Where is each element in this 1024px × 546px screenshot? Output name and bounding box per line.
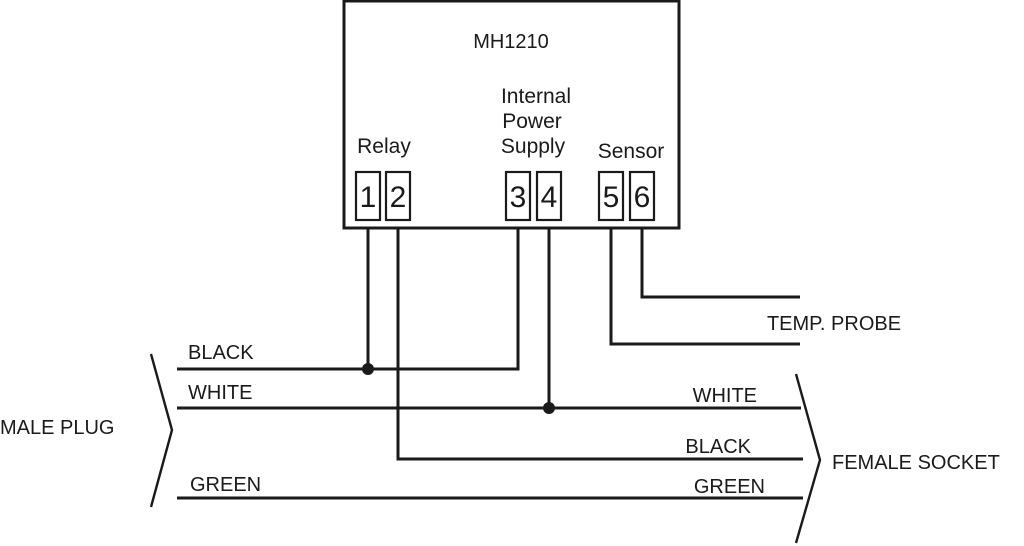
terminal-4: 4 bbox=[535, 170, 563, 222]
junction-dot-black bbox=[362, 363, 374, 375]
power-supply-label-line3: Supply bbox=[501, 135, 566, 158]
terminal-6-label: 6 bbox=[634, 181, 651, 214]
terminal-3-label: 3 bbox=[510, 181, 527, 214]
terminal-6: 6 bbox=[628, 170, 656, 222]
terminal-5-label: 5 bbox=[603, 181, 620, 214]
module-title: MH1210 bbox=[473, 31, 549, 53]
sensor-group-label: Sensor bbox=[598, 140, 665, 163]
black-wire-label-right: BLACK bbox=[685, 436, 751, 458]
terminal-4-label: 4 bbox=[541, 181, 558, 214]
power-supply-label-line2: Power bbox=[502, 110, 562, 133]
green-wire-label-right: GREEN bbox=[694, 476, 765, 498]
female-socket-label: FEMALE SOCKET bbox=[832, 452, 1000, 474]
black-wire-label-left: BLACK bbox=[188, 342, 254, 364]
terminal-1: 1 bbox=[354, 170, 382, 222]
power-supply-label-line1: Internal bbox=[501, 85, 571, 108]
probe-wire-terminal-6 bbox=[640, 228, 800, 299]
terminal-3: 3 bbox=[504, 170, 532, 222]
temp-probe-label: TEMP. PROBE bbox=[767, 313, 901, 335]
white-wire-label-right: WHITE bbox=[693, 385, 757, 407]
white-wire-label-left: WHITE bbox=[188, 382, 252, 404]
terminal-2-label: 2 bbox=[390, 181, 407, 214]
male-plug-bracket bbox=[149, 353, 174, 508]
black-load-wire bbox=[396, 228, 803, 461]
male-plug-label: MALE PLUG bbox=[0, 417, 114, 439]
female-socket-bracket bbox=[794, 373, 822, 544]
terminal-5: 5 bbox=[597, 170, 625, 222]
junction-dot-white bbox=[543, 402, 555, 414]
relay-group-label: Relay bbox=[357, 135, 411, 158]
terminal-1-label: 1 bbox=[360, 181, 377, 214]
probe-wire-terminal-5 bbox=[609, 228, 800, 346]
black-line-wire bbox=[177, 228, 520, 371]
green-wire-label-left: GREEN bbox=[190, 474, 261, 496]
terminal-2: 2 bbox=[384, 170, 412, 222]
